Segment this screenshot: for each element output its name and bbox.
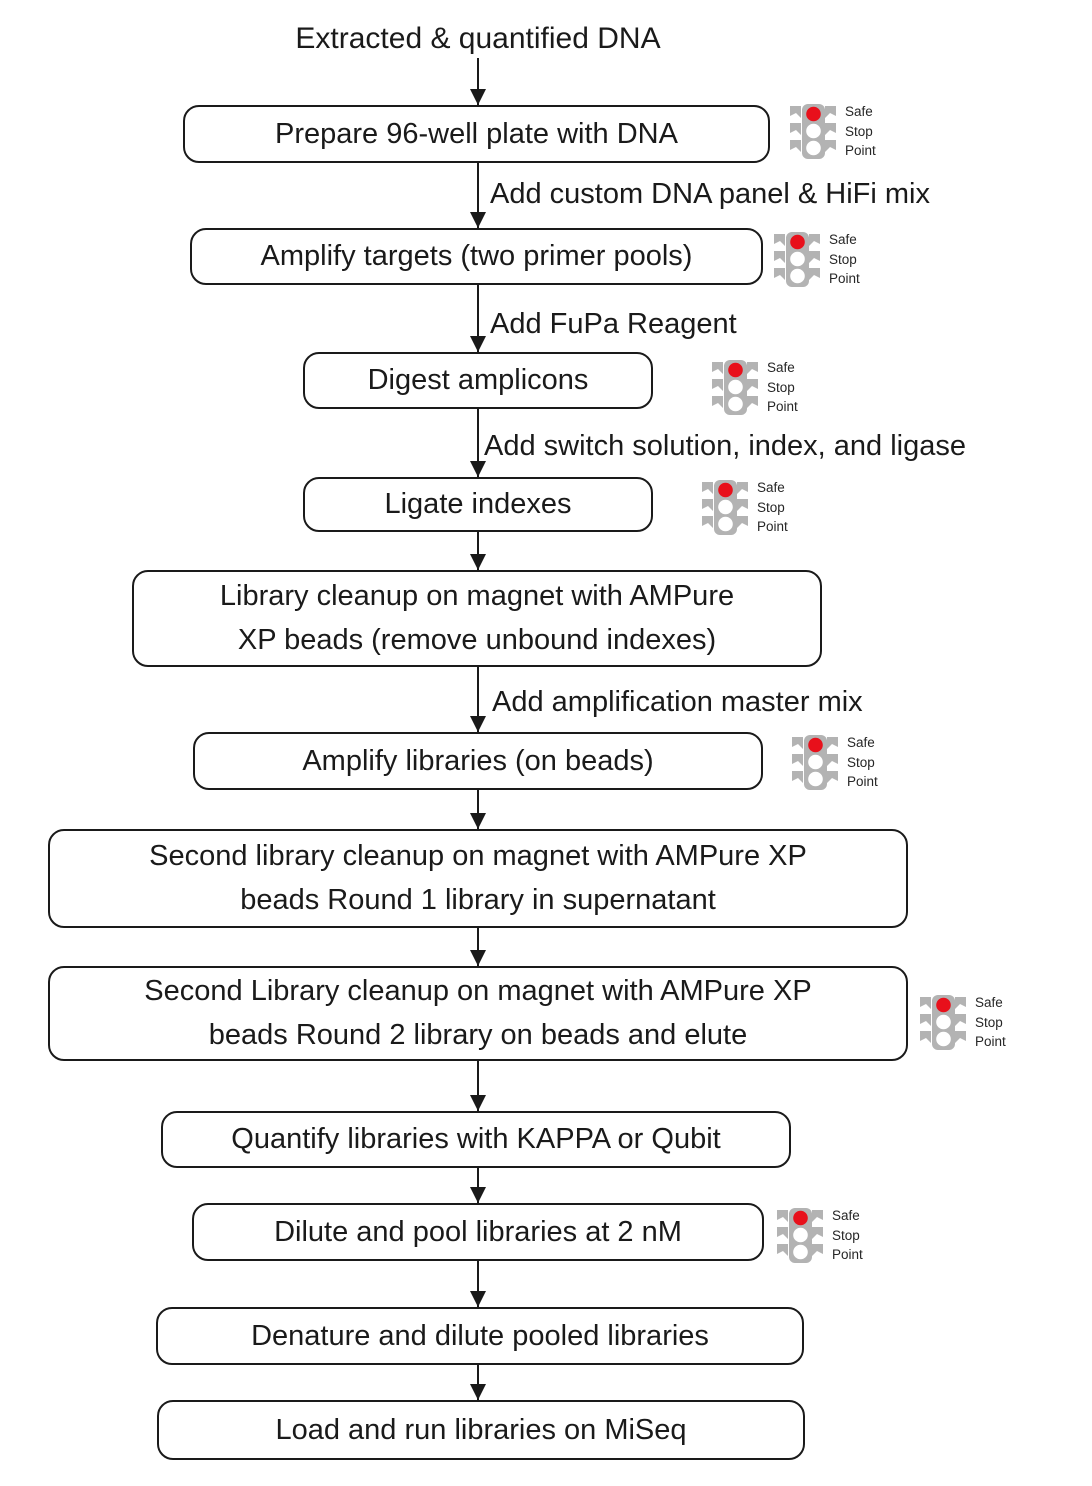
edge-label-add-panel-hifi: Add custom DNA panel & HiFi mix xyxy=(490,178,930,210)
safe-stop-marker-amplify-targets: Safe Stop Point xyxy=(772,230,860,289)
safe-stop-marker-prepare-plate: Safe Stop Point xyxy=(788,102,876,161)
step-amplify-libraries: Amplify libraries (on beads) xyxy=(193,732,763,790)
step-load-run-miseq: Load and run libraries on MiSeq xyxy=(157,1400,805,1460)
safe-stop-traffic-light-icon xyxy=(792,734,838,790)
step-library-cleanup: Library cleanup on magnet with AMPure XP… xyxy=(132,570,822,667)
flow-arrow-4 xyxy=(470,409,486,477)
step-prepare-plate: Prepare 96-well plate with DNA xyxy=(183,105,770,163)
step-denature-dilute: Denature and dilute pooled libraries xyxy=(156,1307,804,1365)
safe-stop-traffic-light-icon xyxy=(712,359,758,415)
flow-arrow-12 xyxy=(470,1365,486,1400)
red-light xyxy=(936,997,951,1013)
red-light xyxy=(718,482,733,498)
step-amplify-targets: Amplify targets (two primer pools) xyxy=(190,228,763,285)
flow-arrow-6 xyxy=(470,667,486,732)
edge-label-add-switch-ligase: Add switch solution, index, and ligase xyxy=(484,430,967,462)
edge-label-add-master-mix: Add amplification master mix xyxy=(492,686,863,718)
step-dilute-pool: Dilute and pool libraries at 2 nM xyxy=(192,1203,764,1261)
safe-stop-traffic-light-icon xyxy=(920,994,966,1050)
red-light xyxy=(808,737,823,753)
red-light xyxy=(728,362,743,378)
safe-stop-marker-digest-amplicons: Safe Stop Point xyxy=(710,358,798,417)
safe-stop-marker-dilute-pool: Safe Stop Point xyxy=(775,1206,863,1265)
step-digest-amplicons: Digest amplicons xyxy=(303,352,653,409)
safe-stop-marker-second-cleanup-round2: Safe Stop Point xyxy=(918,993,1006,1052)
safe-stop-traffic-light-icon xyxy=(790,103,836,159)
safe-stop-marker-ligate-indexes: Safe Stop Point xyxy=(700,478,788,537)
flow-arrow-8 xyxy=(470,928,486,966)
flow-arrow-1 xyxy=(470,58,486,105)
flow-arrow-7 xyxy=(470,790,486,829)
step-second-cleanup-round1: Second library cleanup on magnet with AM… xyxy=(48,829,908,928)
red-light xyxy=(790,234,805,250)
step-second-cleanup-round2: Second Library cleanup on magnet with AM… xyxy=(48,966,908,1061)
safe-stop-marker-amplify-libraries: Safe Stop Point xyxy=(790,733,878,792)
safe-stop-traffic-light-icon xyxy=(774,231,820,287)
edge-label-add-fupa: Add FuPa Reagent xyxy=(490,308,737,340)
flow-arrow-2 xyxy=(470,163,486,228)
safe-stop-traffic-light-icon xyxy=(702,479,748,535)
flow-arrow-11 xyxy=(470,1261,486,1307)
start-node-label: Extracted & quantified DNA xyxy=(295,22,661,55)
safe-stop-traffic-light-icon xyxy=(777,1207,823,1263)
flow-arrow-10 xyxy=(470,1168,486,1203)
flow-arrow-3 xyxy=(470,285,486,352)
step-quantify-libraries: Quantify libraries with KAPPA or Qubit xyxy=(161,1111,791,1168)
red-light xyxy=(806,106,821,122)
step-ligate-indexes: Ligate indexes xyxy=(303,477,653,532)
flow-arrow-5 xyxy=(470,532,486,570)
flow-arrow-9 xyxy=(470,1061,486,1111)
red-light xyxy=(793,1210,808,1226)
